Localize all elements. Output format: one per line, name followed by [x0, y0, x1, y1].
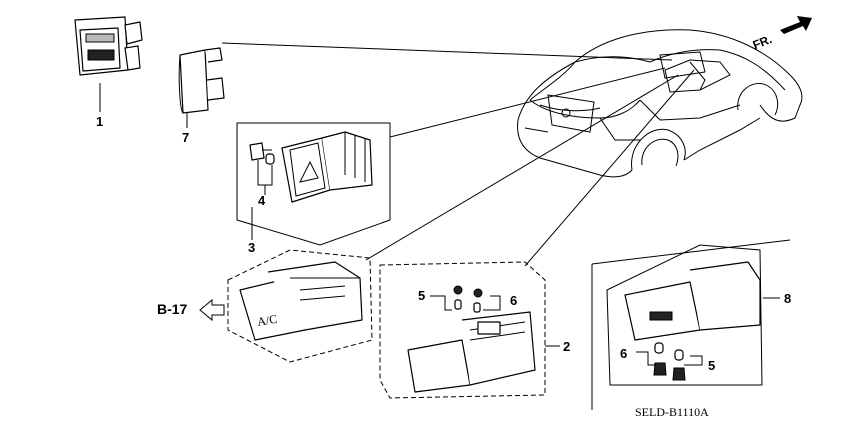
- part-3-hazard-switch: [236, 122, 391, 246]
- callout-8: 8: [784, 291, 791, 306]
- callout-1: 1: [96, 114, 103, 129]
- switch-text: A/C: [256, 312, 278, 329]
- part-8-switch-group: [591, 239, 791, 410]
- reference-arrow: B-17: [157, 298, 225, 322]
- part-7-blank-cover: [178, 47, 225, 114]
- callout-3: 3: [248, 240, 255, 255]
- car-illustration: [517, 29, 803, 178]
- diagram-code: SELD-B1110A: [635, 405, 709, 419]
- part-2-switch-group: [379, 261, 546, 399]
- callout-7: 7: [182, 130, 189, 145]
- part-ac-switch-group: A/C: [227, 249, 373, 363]
- direction-label: FR.: [751, 32, 774, 52]
- callout-4: 4: [258, 193, 266, 208]
- callouts: 1 7 4 3 5 6 2 8 6 5: [96, 114, 791, 373]
- callout-5-lower: 5: [708, 358, 715, 373]
- part-1-switch: [74, 16, 143, 76]
- callout-6-lower: 6: [620, 346, 627, 361]
- left-arrow-icon: [199, 298, 225, 322]
- callout-5-left: 5: [418, 288, 425, 303]
- callout-6-right: 6: [510, 293, 517, 308]
- front-arrow-icon: [780, 16, 812, 34]
- reference-label: B-17: [157, 301, 188, 317]
- leader-lines: [99, 42, 780, 347]
- callout-2: 2: [563, 339, 570, 354]
